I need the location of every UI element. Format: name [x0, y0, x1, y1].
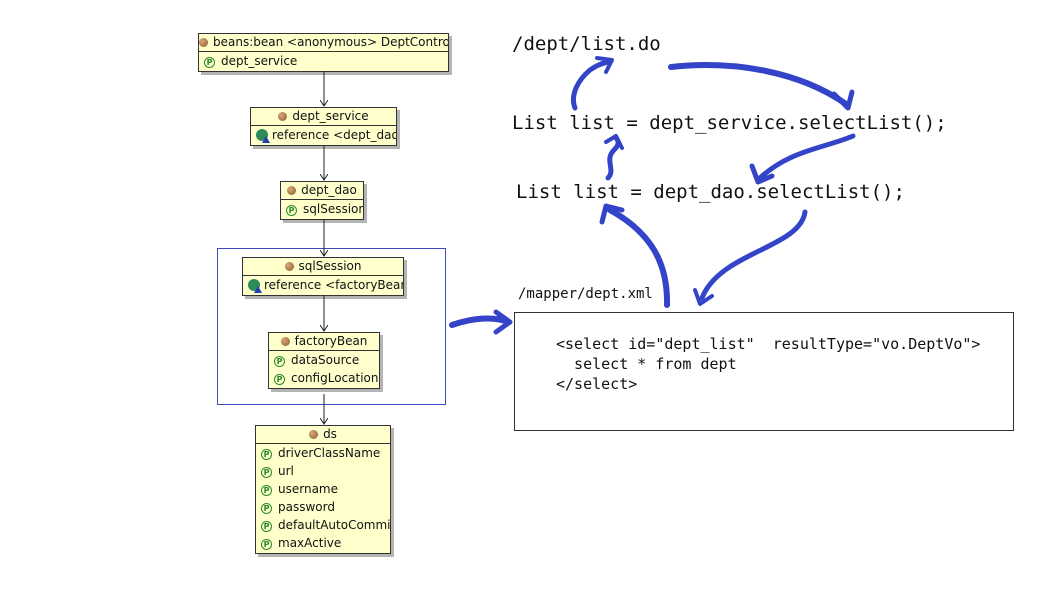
property-icon: P	[261, 467, 272, 478]
blue-arrow-service-to-url	[571, 59, 611, 111]
mapper-path-text: /mapper/dept.xml	[518, 286, 653, 302]
blue-arrow-group-to-mapper	[449, 315, 511, 328]
blue-arrowhead	[493, 309, 513, 335]
bean-title: beans:bean <anonymous> DeptController	[213, 35, 448, 49]
blue-arrow-service-to-dao	[757, 133, 856, 181]
property-icon: P	[261, 521, 272, 532]
blue-arrowhead	[831, 89, 855, 111]
property-icon: P	[261, 503, 272, 514]
blue-arrow-dao-to-service	[605, 135, 621, 181]
blue-arrowhead	[693, 288, 714, 306]
property-label: url	[278, 464, 294, 478]
property-icon: P	[261, 539, 272, 550]
blue-arrowhead	[599, 203, 625, 225]
reference-label: reference <factoryBean>	[264, 278, 403, 292]
reference-icon	[248, 279, 262, 293]
bean-icon	[280, 337, 290, 346]
bean-header: dept_dao	[281, 182, 363, 200]
bean-header: beans:bean <anonymous> DeptController	[199, 34, 448, 52]
bean-icon	[278, 112, 288, 121]
reference-icon	[256, 129, 270, 143]
bean-title: sqlSession	[298, 259, 362, 273]
property-label: configLocation	[291, 371, 379, 385]
blue-arrow-mapper-to-dao	[607, 207, 671, 308]
property-label: password	[278, 500, 335, 514]
property-label: username	[278, 482, 338, 496]
blue-arrow-url-to-service	[668, 62, 849, 107]
xml-select-open: <select id="dept_list" resultType="vo.De…	[556, 335, 981, 353]
property-icon: P	[286, 205, 297, 216]
property-icon: P	[261, 449, 272, 460]
bean-header: sqlSession	[243, 258, 403, 276]
dao-call-text: List list = dept_dao.selectList();	[516, 181, 905, 203]
property-label: dataSource	[291, 353, 360, 367]
property-icon: P	[204, 57, 215, 68]
bean-group-frame	[217, 248, 446, 405]
bean-header: ds	[256, 426, 390, 444]
property-icon: P	[274, 356, 285, 367]
blue-arrow-dao-to-mapper	[699, 209, 808, 301]
xml-select-close: </select>	[556, 375, 638, 393]
service-call-text: List list = dept_service.selectList();	[512, 112, 947, 134]
property-label: dept_service	[221, 54, 298, 68]
blue-arrowhead	[749, 163, 775, 185]
bean-icon	[199, 38, 208, 47]
property-label: maxActive	[278, 536, 342, 550]
property-icon: P	[261, 485, 272, 496]
blue-arrowhead	[595, 56, 614, 74]
reference-row: reference <dept_dao>	[251, 126, 396, 144]
bean-header: factoryBean	[269, 333, 379, 351]
reference-row: reference <factoryBean>	[243, 276, 403, 294]
bean-title: factoryBean	[294, 334, 368, 348]
bean-title: dept_service	[292, 109, 369, 123]
bean-icon	[284, 262, 294, 271]
xml-sql-line: select * from dept	[556, 355, 737, 373]
reference-label: reference <dept_dao>	[272, 128, 396, 142]
request-url-text: /dept/list.do	[512, 33, 661, 55]
bean-header: dept_service	[251, 108, 396, 126]
bean-title: ds	[323, 427, 337, 441]
bean-icon	[309, 430, 319, 439]
bean-title: dept_dao	[301, 183, 357, 197]
blue-arrowhead	[604, 134, 624, 150]
mapper-xml-box: <select id="dept_list" resultType="vo.De…	[514, 312, 1014, 431]
property-label: sqlSession	[303, 202, 363, 216]
bean-sql-session[interactable]: sqlSession reference <factoryBean>	[242, 257, 404, 296]
property-label: driverClassName	[278, 446, 381, 460]
property-icon: P	[274, 374, 285, 385]
property-label: defaultAutoCommit	[278, 518, 390, 532]
bean-icon	[287, 186, 297, 195]
